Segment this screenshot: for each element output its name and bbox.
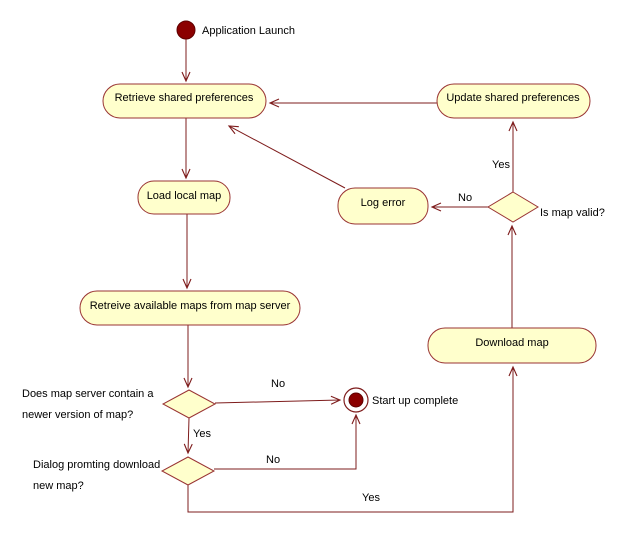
guard-newer-version-yes: Yes	[193, 428, 211, 440]
end-node	[348, 392, 364, 408]
decision-newer-version-question-line2: newer version of map?	[22, 409, 133, 421]
activity-download-map-label: Download map	[475, 337, 548, 349]
activity-update-shared-preferences	[436, 83, 591, 119]
activity-log-error-label: Log error	[361, 197, 406, 209]
end-node-label: Start up complete	[372, 395, 458, 407]
decision-newer-version-question-line1: Does map server contain a	[22, 388, 154, 400]
decision-dialog-question-line1: Dialog promting download	[33, 459, 160, 471]
decision-is-map-valid-question: Is map valid?	[540, 207, 605, 219]
guard-dialog-no: No	[266, 454, 280, 466]
decision-dialog-prompt	[160, 456, 216, 486]
edge-decision-dialog-yes-to-download-map	[187, 365, 518, 513]
activity-retrieve-shared-preferences	[102, 83, 267, 119]
guard-dialog-yes: Yes	[362, 492, 380, 504]
edge-log-error-to-retrieve-prefs	[227, 125, 346, 189]
decision-newer-version	[161, 389, 217, 419]
edge-decision-newer-yes-to-decision-dialog	[183, 417, 193, 455]
start-node-label: Application Launch	[202, 25, 295, 37]
activity-retrieve-shared-preferences-label: Retrieve shared preferences	[115, 92, 254, 104]
start-node	[176, 20, 196, 40]
activity-load-local-map	[137, 180, 231, 215]
activity-update-shared-preferences-label: Update shared preferences	[446, 92, 580, 104]
activity-download-map	[427, 327, 597, 364]
activity-load-local-map-label: Load local map	[147, 190, 222, 202]
guard-map-valid-no: No	[458, 192, 472, 204]
activity-retreive-available-maps-label: Retreive available maps from map server	[90, 300, 291, 312]
edge-decision-newer-no-to-end	[214, 395, 342, 405]
guard-map-valid-yes: Yes	[492, 159, 510, 171]
decision-dialog-question-line2: new map?	[33, 480, 84, 492]
edge-decision-dialog-no-to-end	[214, 413, 361, 470]
activity-log-error	[337, 187, 429, 225]
decision-is-map-valid	[487, 191, 539, 223]
guard-newer-version-no: No	[271, 378, 285, 390]
activity-retreive-available-maps	[79, 290, 301, 326]
